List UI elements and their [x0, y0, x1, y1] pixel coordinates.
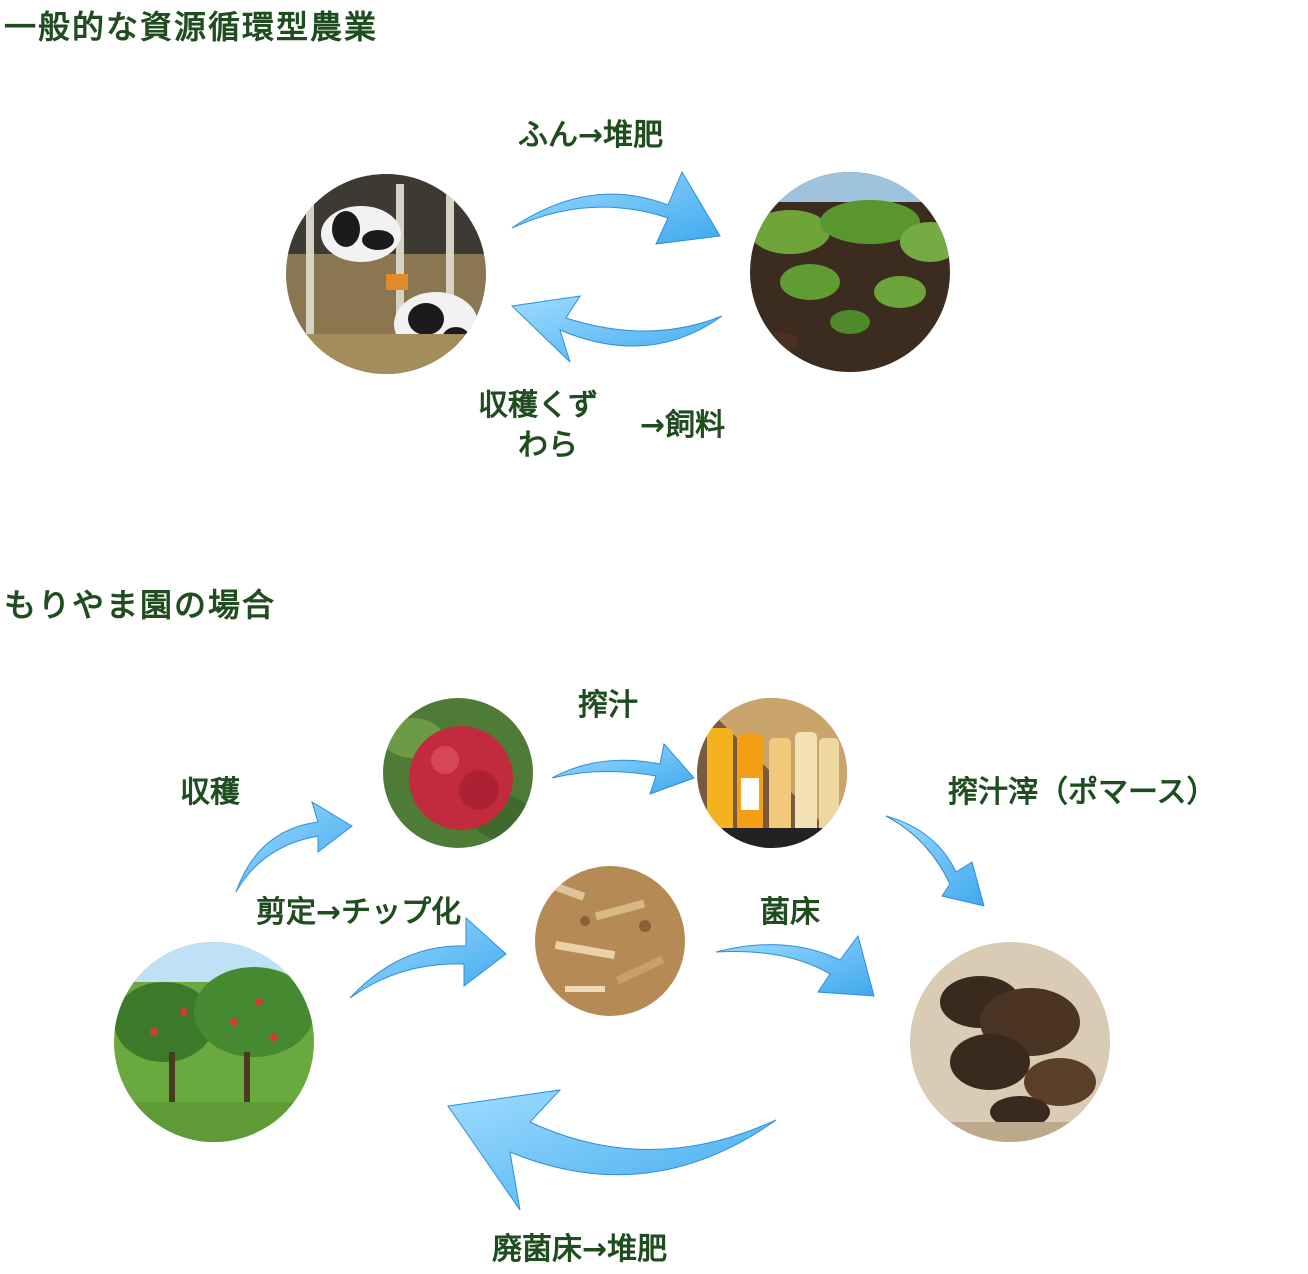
wood-chips-photo — [535, 866, 685, 1016]
section2-label-harvest: 収穫 — [180, 775, 240, 810]
section2-label-juice: 搾汁 — [578, 688, 638, 723]
arrow-spent-bed — [447, 1089, 777, 1211]
cow-barn-photo — [286, 174, 486, 374]
section1-label-residue-line2: わら — [518, 428, 578, 463]
arrow-field-to-barn — [510, 295, 723, 363]
section2-label-bed: 菌床 — [760, 895, 820, 930]
bottles-photo — [697, 698, 847, 848]
arrow-harvest — [235, 800, 353, 893]
section2-title: もりやま園の場合 — [4, 586, 277, 624]
arrow-pomace — [885, 815, 985, 907]
section1-label-manure: ふん→堆肥 — [518, 118, 664, 153]
field-crop-photo — [750, 172, 950, 372]
section1-label-residue-line1: 収穫くず — [478, 388, 598, 423]
section2-label-spent-bed: 廃菌床→堆肥 — [492, 1232, 668, 1267]
arrow-manure-to-field — [511, 170, 721, 245]
section1-title: 一般的な資源循環型農業 — [4, 8, 379, 46]
mushroom-photo — [910, 942, 1110, 1142]
orchard-photo — [114, 942, 314, 1142]
apple-photo — [383, 698, 533, 848]
section1-label-feed: →飼料 — [640, 408, 726, 443]
section2-label-pomace: 搾汁滓（ポマース） — [948, 775, 1217, 810]
arrow-chip — [349, 916, 507, 999]
arrow-juice — [551, 742, 695, 795]
arrow-bed — [715, 934, 875, 997]
section2-label-chip: 剪定→チップ化 — [256, 895, 462, 930]
